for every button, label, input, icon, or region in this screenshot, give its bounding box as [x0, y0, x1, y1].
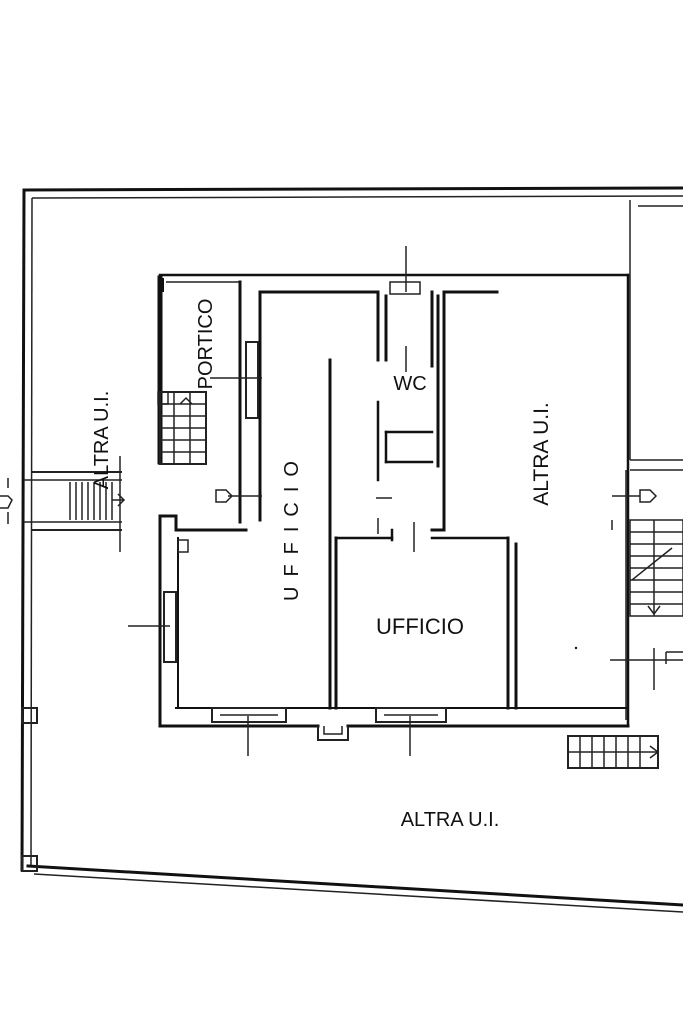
right-neighbour-block [625, 200, 683, 720]
building-walls [157, 273, 630, 741]
label-altra-left: ALTRA U.I. [91, 391, 113, 490]
label-altra-bottom: ALTRA U.I. [401, 809, 500, 831]
right-stair [611, 489, 683, 617]
outer-boundary [20, 186, 683, 913]
bottom-right-stair [567, 651, 683, 769]
label-altra-right: ALTRA U.I. [530, 402, 553, 505]
windows [163, 341, 447, 723]
room-labels: ALTRA U.I. PORTICO WC UFFICIO UFFICIO AL… [91, 299, 553, 831]
portico-stair [157, 278, 234, 503]
label-ufficio: UFFICIO [376, 614, 464, 639]
section-marks [128, 246, 683, 756]
label-portico: PORTICO [195, 299, 217, 390]
left-stair [0, 456, 126, 552]
label-wc: WC [393, 373, 426, 395]
label-ufficio-vertical: UFFICIO [281, 451, 303, 601]
